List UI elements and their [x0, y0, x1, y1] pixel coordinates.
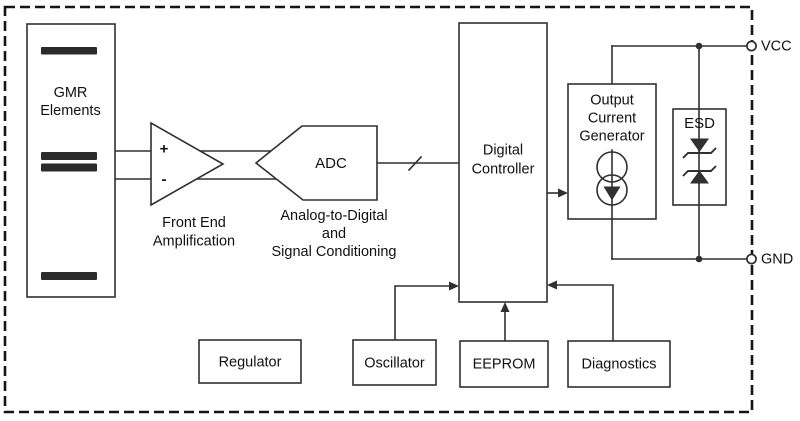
oscillator-label: Oscillator — [364, 356, 425, 372]
zener-cathode-bar-bottom — [682, 165, 717, 177]
junction-dot-vcc — [695, 42, 703, 50]
gmr-resistor-bars — [41, 47, 97, 280]
arrowhead-into-controller-right — [547, 280, 557, 290]
opamp-triangle — [150, 121, 225, 207]
gmr-bar — [41, 47, 97, 55]
arrowhead-into-controller-left — [449, 281, 459, 291]
opamp-plus-sign: + — [160, 141, 169, 158]
ocg-label-line1: Output — [590, 93, 634, 109]
gmr-bar — [41, 272, 97, 280]
wires — [113, 45, 748, 342]
current-direction-arrow — [603, 186, 621, 201]
regulator-block — [198, 339, 302, 384]
gmr-elements-block — [26, 23, 116, 298]
gmr-bar — [41, 163, 97, 172]
bus-slash — [407, 155, 423, 172]
gmr-label-line1: GMR — [54, 85, 88, 101]
gmr-bar — [41, 152, 97, 160]
zener-cathode-bar-top — [682, 147, 717, 159]
opamp-minus-sign: - — [162, 171, 167, 188]
ocg-label-line2: Current — [588, 111, 636, 127]
esd-zener-diodes — [682, 45, 717, 260]
junction-dot-gnd — [695, 255, 703, 263]
gnd-pin-label: GND — [761, 252, 793, 268]
gnd-pin-circle — [746, 253, 757, 265]
current-source-circle-top — [596, 151, 628, 183]
esd-label: ESD — [684, 115, 715, 132]
front-end-caption-line2: Amplification — [153, 234, 235, 250]
digital-controller-label-line2: Controller — [472, 162, 535, 178]
gmr-label-line2: Elements — [40, 103, 100, 119]
vcc-pin-circle — [746, 40, 757, 52]
ic-boundary — [3, 5, 754, 414]
current-source-circle-bottom — [596, 174, 628, 206]
zener-diode-down-icon — [690, 138, 709, 152]
diagnostics-block — [567, 340, 671, 388]
diagnostics-controller-wire — [555, 284, 614, 342]
diagnostics-label: Diagnostics — [582, 357, 657, 373]
oscillator-controller-wire — [394, 285, 451, 341]
digital-controller-block — [458, 22, 548, 303]
ocg-label-line3: Generator — [579, 129, 644, 145]
oscillator-block — [352, 339, 437, 386]
current-source-symbol — [596, 149, 628, 260]
regulator-label: Regulator — [219, 355, 282, 371]
eeprom-block — [459, 340, 549, 388]
adc-label: ADC — [315, 155, 347, 172]
digital-controller-label-line1: Digital — [483, 143, 523, 159]
arrowhead-into-controller-bottom — [500, 302, 510, 312]
arrowhead-into-ocg — [558, 188, 568, 198]
adc-caption-line1: Analog-to-Digital — [280, 208, 387, 224]
front-end-caption-line1: Front End — [162, 215, 226, 231]
vcc-pin-label: VCC — [761, 39, 792, 55]
zener-diode-up-icon — [690, 170, 709, 184]
adc-caption-line2: and — [322, 226, 346, 242]
eeprom-label: EEPROM — [473, 357, 536, 373]
adc-chevron — [254, 125, 378, 201]
adc-caption-line3: Signal Conditioning — [272, 244, 397, 260]
